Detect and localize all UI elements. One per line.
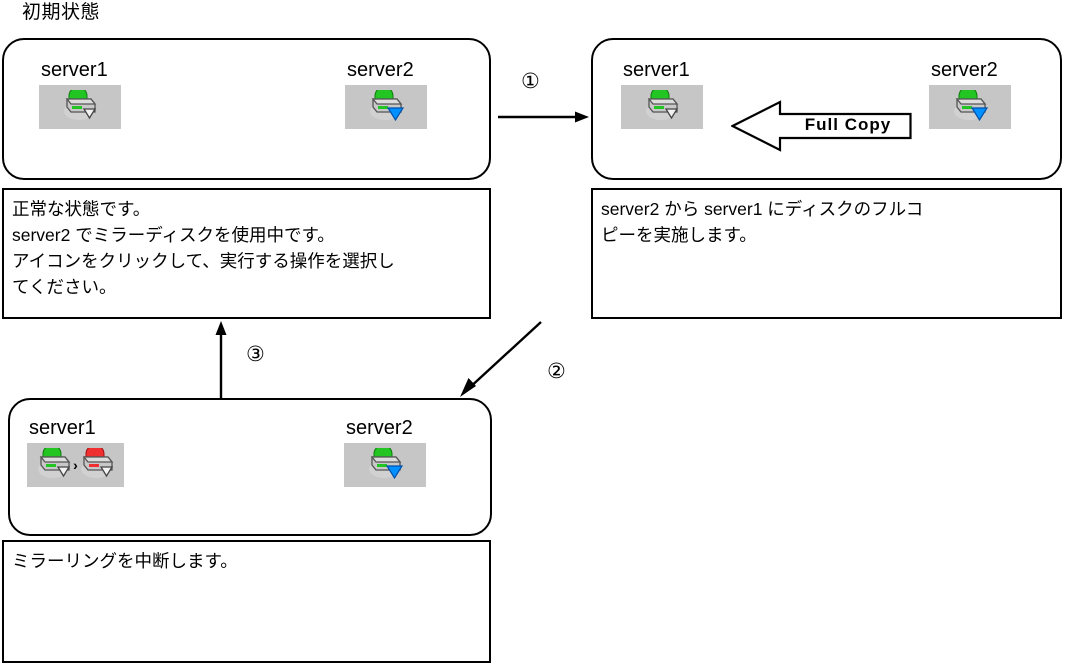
description-panel-initial: 正常な状態です。 server2 でミラーディスクを使用中です。 アイコンをクリ… (2, 188, 491, 319)
server-node-server1[interactable]: server1 › (27, 416, 124, 487)
left-block-arrow-icon (730, 100, 912, 152)
server-node-server1[interactable]: server1 (621, 58, 703, 129)
transition-3: ③ (207, 320, 302, 402)
icon-tile-server1[interactable] (621, 85, 703, 129)
disk-red-icon (80, 448, 114, 478)
transition-2: ② (448, 318, 593, 400)
page-title: 初期状態 (22, 2, 101, 23)
server-node-server2[interactable]: server2 (929, 58, 1011, 129)
transition-1: ① (497, 70, 591, 132)
arrow-right-icon (498, 111, 589, 123)
arrow-up-icon (215, 321, 227, 400)
description-text: ミラーリングを中断します。 (12, 551, 238, 571)
server-label: server1 (623, 59, 690, 81)
description-text: 正常な状態です。 server2 でミラーディスクを使用中です。 アイコンをクリ… (12, 199, 395, 297)
state-panel-initial[interactable]: server1 server2 (2, 38, 491, 180)
disk-green-icon (646, 90, 679, 120)
arrow-down-left-icon (460, 321, 542, 397)
transition-label: ③ (246, 343, 265, 366)
disk-green-blue-arrow-icon (369, 448, 404, 480)
server-label: server1 (29, 417, 96, 439)
server-label: server2 (346, 417, 413, 439)
server-node-server2[interactable]: server2 (344, 416, 426, 487)
server-label: server1 (41, 59, 108, 81)
server-label: server2 (931, 59, 998, 81)
icon-tile-server1[interactable] (39, 85, 121, 129)
transition-chevron-icon: › (73, 457, 78, 473)
disk-green-icon (38, 448, 71, 478)
icon-tile-server2[interactable] (344, 443, 426, 487)
disk-green-blue-arrow-icon (954, 90, 989, 122)
server-node-server1[interactable]: server1 (39, 58, 121, 129)
state-panel-mirror-break[interactable]: server1 › server2 (8, 398, 492, 536)
description-panel-full-copy: server2 から server1 にディスクのフルコ ピーを実施します。 (591, 188, 1062, 319)
transition-label: ① (521, 70, 540, 93)
description-text: server2 から server1 にディスクのフルコ ピーを実施します。 (601, 199, 924, 245)
icon-tile-server1[interactable]: › (27, 443, 124, 487)
disk-green-icon (64, 90, 97, 120)
icon-tile-server2[interactable] (929, 85, 1011, 129)
server-label: server2 (347, 59, 414, 81)
transition-label: ② (547, 360, 566, 383)
full-copy-arrow: Full Copy (730, 100, 912, 152)
description-panel-mirror-break: ミラーリングを中断します。 (2, 540, 491, 663)
icon-tile-server2[interactable] (345, 85, 427, 129)
server-node-server2[interactable]: server2 (345, 58, 427, 129)
state-panel-full-copy[interactable]: server1 server2 (591, 38, 1062, 180)
disk-green-blue-arrow-icon (370, 90, 405, 122)
